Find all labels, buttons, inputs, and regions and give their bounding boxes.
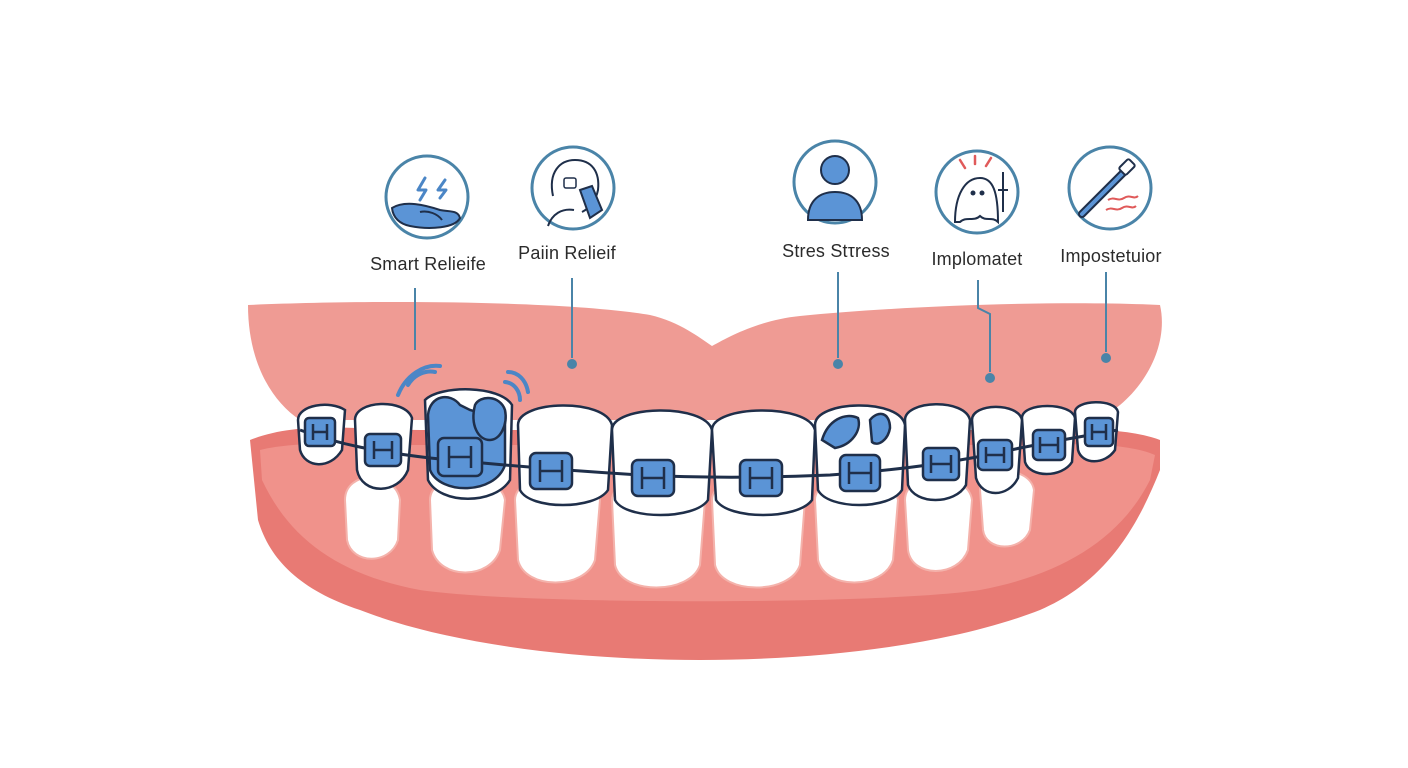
vibration-waves-icon: [396, 363, 530, 402]
callout-label-smart-relief: Smart Relieife: [370, 254, 486, 274]
callout-label-impostetuior: Impostetuior: [1060, 246, 1162, 266]
callout-label-pain-relief: Paiin Relieif: [518, 243, 616, 263]
chipped-tooth-fragment-2: [868, 412, 892, 445]
wrist-lightning-icon: [384, 154, 470, 240]
person-bust-icon: [792, 139, 878, 225]
callout-label-stress: Stres Stτress: [782, 241, 890, 261]
bracket-slot: [311, 424, 1108, 489]
callout-label-implomatet: Implomatet: [931, 249, 1023, 269]
chipped-tooth-fragment: [820, 414, 861, 450]
archwire: [299, 428, 1119, 479]
ghost-alert-icon: [934, 149, 1020, 235]
leader-lines: [414, 272, 1107, 372]
person-cheek-device-icon: [530, 145, 616, 231]
upper-gum: [248, 302, 1162, 420]
leader-dots: [567, 353, 1111, 383]
highlighted-cusp: [472, 396, 507, 442]
brush-tool-icon: [1067, 145, 1153, 231]
